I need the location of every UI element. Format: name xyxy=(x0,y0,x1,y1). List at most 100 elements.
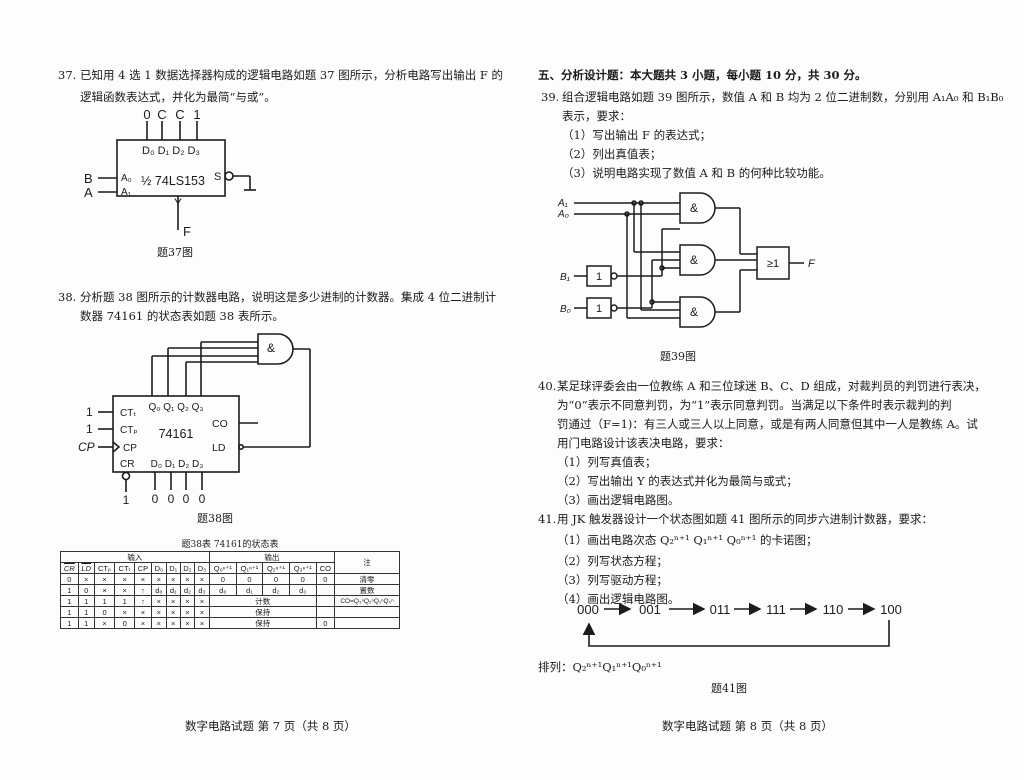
table38-cell: 1 xyxy=(77,617,95,629)
q38-number: 38. xyxy=(58,290,77,304)
table38-cell: 0 xyxy=(93,606,116,618)
fig38-caption: 题38图 xyxy=(197,512,233,525)
table38-cell: 0 xyxy=(288,573,317,585)
fig41-state-110: 110 xyxy=(823,602,844,617)
q41-item-1: （1）画出电路次态 Q₂ⁿ⁺¹ Q₁ⁿ⁺¹ Q₀ⁿ⁺¹ 的卡诺图； xyxy=(557,533,818,547)
table38-cell: d₁ xyxy=(235,584,264,596)
fig38-input-cp: CP xyxy=(78,440,95,454)
fig37-pin-y: Y xyxy=(174,196,182,210)
table38-row-hold1: 1 1 0 × × × × × × 保持 xyxy=(60,606,400,618)
table38-cell: × xyxy=(93,573,116,585)
fig41-state-011: 011 xyxy=(710,602,731,617)
fig38-circuit: & Q₀ Q₁ Q₂ Q₃ 74161 CTₜ CTₚ CP CR 1 1 CP… xyxy=(78,333,311,507)
q40-item-1: （1）列写真值表； xyxy=(557,455,657,469)
fig39-and-gate-2: & xyxy=(690,253,698,267)
table38-cell: 1 xyxy=(60,617,79,629)
fig39-or-gate: ≥1 xyxy=(767,258,779,270)
table38-cell: × xyxy=(194,573,210,585)
table38-cell: × xyxy=(133,617,153,629)
table38-col-cr: CR xyxy=(60,562,79,574)
fig37-input-a: A xyxy=(84,185,93,200)
table38-cell: × xyxy=(151,573,167,585)
fig37-circuit: 0 C C 1 D₀ D₁ D₂ D₃ ½ 74LS153 B A A₀ A₁ … xyxy=(84,107,256,239)
fig37-output-f: F xyxy=(183,224,191,239)
table38-cell: × xyxy=(133,606,153,618)
fig39-and-gate-3: & xyxy=(690,305,698,319)
table38-col-cp: CP xyxy=(133,562,153,574)
table38-cell: × xyxy=(114,584,135,596)
q39-item-2: （2）列出真值表； xyxy=(562,147,662,161)
table38-cell xyxy=(334,617,400,629)
table38-cell: × xyxy=(151,595,167,607)
q39-text-line2: 表示，要求： xyxy=(562,109,631,123)
fig39-and-gate-1: & xyxy=(690,201,698,215)
table38-col-q3: Q₃ⁿ⁺¹ xyxy=(288,562,317,574)
q38-text-line1: 分析题 38 图所示的计数器电路，说明这是多少进制的计数器。集成 4 位二进制计 xyxy=(80,290,497,304)
fig38-pin-cp: CP xyxy=(123,443,137,454)
table38-title: 题38表 74161的状态表 xyxy=(181,540,279,550)
fig38-d0-value: 0 xyxy=(152,492,159,506)
fig39-output-f: F xyxy=(808,258,816,270)
fig41-caption: 题41图 xyxy=(711,682,747,695)
fig38-pin-co: CO xyxy=(212,418,228,430)
q40-number: 40. xyxy=(538,379,557,393)
table38-cell: d₂ xyxy=(179,584,196,596)
table38-cell: × xyxy=(179,606,196,618)
q39-number: 39. xyxy=(541,90,560,104)
table38-col-d2: D₂ xyxy=(179,562,196,574)
table38-cell: × xyxy=(165,606,181,618)
table38-cell: 1 xyxy=(60,606,79,618)
table38-cell: × xyxy=(194,606,210,618)
table38-cell: 1 xyxy=(77,595,95,607)
table38-cell: × xyxy=(194,595,210,607)
q37-number: 37. xyxy=(58,68,77,82)
fig37-input-d0: 0 xyxy=(143,107,150,122)
table38-cell: d₃ xyxy=(288,584,317,596)
table38-merged-hold: 保持 xyxy=(208,606,317,618)
q41-item-3: （3）列写驱动方程； xyxy=(557,573,668,587)
table38-cell: 0 xyxy=(315,617,336,629)
table38-note-header: 注 xyxy=(334,551,400,574)
q41-text-line1: 用 JK 触发器设计一个状态图如题 41 图所示的同步六进制计数器，要求： xyxy=(557,512,933,526)
table38-cell: × xyxy=(151,606,167,618)
fig41-state-100: 100 xyxy=(880,602,902,617)
table38-cell xyxy=(315,606,336,618)
table38-cell: × xyxy=(114,573,135,585)
table38-cell: 1 xyxy=(114,595,135,607)
right-page: 五、分析设计题：本大题共 3 小题，每小题 10 分，共 30 分。 39. 组… xyxy=(512,0,1024,780)
fig39-caption: 题39图 xyxy=(660,350,696,363)
table38-cell: 1 xyxy=(60,584,79,596)
table38-note-clear: 清零 xyxy=(334,573,400,585)
table38-cell xyxy=(315,584,336,596)
fig39-circuit: & & & ≥1 1 1 A₁ A₀ B₁ B₀ F xyxy=(557,192,816,328)
q40-item-3: （3）画出逻辑电路图。 xyxy=(557,493,680,507)
table38-merged-hold: 保持 xyxy=(208,617,317,629)
q40-text-line4: 用门电路设计该表决电路，要求： xyxy=(557,436,730,450)
table38-cell: 1 xyxy=(93,595,116,607)
fig39-not-gate-2: 1 xyxy=(596,303,602,315)
fig38-chip-label: 74161 xyxy=(159,427,194,441)
fig38-cr-value: 1 xyxy=(123,493,130,507)
fig38-pin-cr: CR xyxy=(120,459,134,470)
fig38-pin-ctp: CTₚ xyxy=(120,425,138,436)
table38-cell: 0 xyxy=(262,573,290,585)
table38-cell: × xyxy=(165,573,181,585)
table38-cell: 0 xyxy=(60,573,79,585)
table38-col-ctt: CTₜ xyxy=(114,562,135,574)
left-page: 37. 已知用 4 选 1 数据选择器构成的逻辑电路如题 37 图所示，分析电路… xyxy=(58,68,503,733)
table38-cell: 0 xyxy=(114,617,135,629)
fig41-state-000: 000 xyxy=(577,602,599,617)
fig37-chip-label: ½ 74LS153 xyxy=(141,174,205,188)
q40-text-line3: 罚通过（F=1)：有三人或三人以上同意，或是有两人同意但其中一人是教练 A。试 xyxy=(557,417,978,431)
fig38-q-pins: Q₀ Q₁ Q₂ Q₃ xyxy=(149,402,204,413)
fig38-d3-value: 0 xyxy=(199,492,206,506)
q41-item-4: （4）画出逻辑电路图。 xyxy=(557,592,680,606)
table38-cell: 1 xyxy=(77,606,95,618)
fig38-d2-value: 0 xyxy=(183,492,190,506)
table38-col-co: CO xyxy=(315,562,336,574)
table38-cell: × xyxy=(151,617,167,629)
fig38-input-ctp: 1 xyxy=(86,422,93,436)
table38-note-count: CO=Q₃ⁿQ₂ⁿQ₁ⁿQ₀ⁿ xyxy=(334,595,400,607)
table38-cell: × xyxy=(77,573,95,585)
table38-col-d0: D₀ xyxy=(151,562,167,574)
